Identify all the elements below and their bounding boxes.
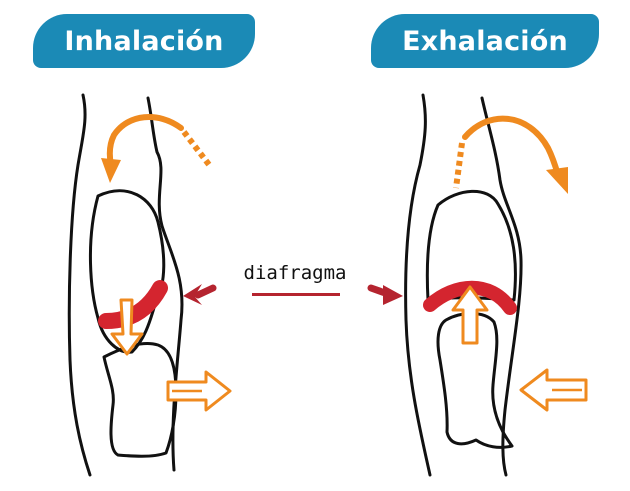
diaphragm-label: diafragma <box>243 262 347 284</box>
inhalation-header: Inhalación <box>33 14 255 68</box>
curved-arrow-down-icon-right <box>462 115 561 178</box>
dashed-airflow-line-right <box>453 142 465 189</box>
inhalation-diaphragm <box>98 280 168 329</box>
exhalation-back-outline <box>404 93 432 477</box>
exhalation-front-outline <box>480 96 523 477</box>
inhalation-back-outline <box>67 93 92 477</box>
diaphragm-label-underline <box>252 293 340 296</box>
exhalation-header: Exhalación <box>371 14 599 68</box>
red-arrow-to-right-figure <box>383 285 403 305</box>
inhalation-title: Inhalación <box>64 25 224 57</box>
exhalation-abdomen-cavity <box>436 312 514 449</box>
curved-arrow-down-icon <box>106 114 184 168</box>
inhalation-chest-cavity <box>88 189 166 354</box>
exhalation-figure <box>404 93 523 477</box>
arrow-down-outline-icon <box>110 298 144 356</box>
exhalation-chest-cavity <box>425 189 517 302</box>
arrow-up-outline-icon <box>451 285 489 345</box>
exhalation-title: Exhalación <box>402 25 568 57</box>
curved-arrow-down-icon-head <box>101 158 121 183</box>
inhalation-abdomen-cavity <box>102 342 178 458</box>
curved-arrow-down-icon-right-head <box>546 167 568 194</box>
dashed-airflow-line <box>181 130 213 168</box>
red-arrow-shaft-left <box>194 284 217 299</box>
